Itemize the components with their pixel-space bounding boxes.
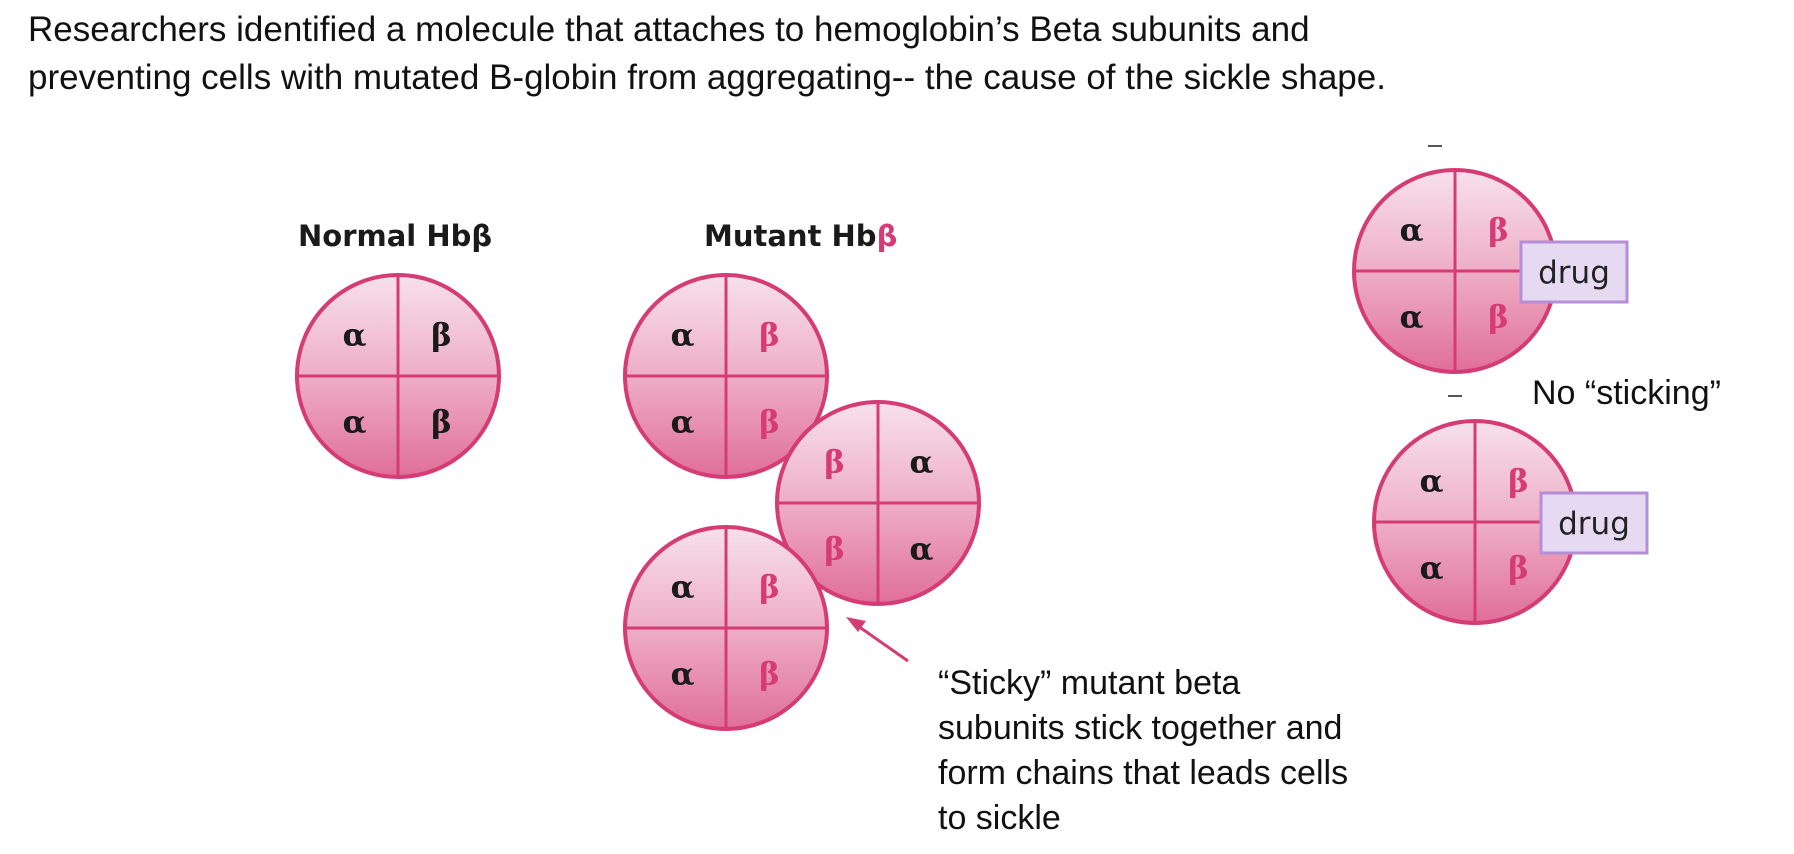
drug-bound-hb-molecule-2-subunit-top-left: α [1420, 464, 1444, 500]
drug-bound-hb-molecule-1-subunit-bottom-right: β [1488, 300, 1509, 336]
mutant-hb-molecule-1-subunit-bottom-left: α [671, 405, 695, 441]
intro-line-1: Researchers identified a molecule that a… [28, 10, 1310, 49]
mutant-hb-molecule-1-subunit-top-left: α [671, 318, 695, 354]
mutant-header-prefix: Mutant Hb [704, 219, 877, 253]
drug-box-2: drug [1539, 491, 1649, 555]
drug-box-1-label: drug [1538, 255, 1610, 291]
sticky-note: “Sticky” mutant beta subunits stick toge… [938, 664, 1358, 837]
normal-hb-molecule-subunit-top-left: α [343, 318, 367, 354]
mutant-hb-header: Mutant Hbβ [704, 219, 897, 253]
mutant-hb-molecule-2: β α β α [775, 400, 981, 606]
mutant-hb-molecule-3-subunit-top-right: β [759, 570, 780, 606]
normal-hb-molecule-subunit-top-right: β [431, 318, 452, 354]
drug-bound-hb-molecule-1-subunit-bottom-left: α [1400, 300, 1424, 336]
drug-box-1: drug [1519, 240, 1629, 304]
drug-box-1-box [1519, 240, 1629, 304]
drug-bound-hb-molecule-2-subunit-bottom-left: α [1420, 551, 1444, 587]
sticky-note-line-1: “Sticky” mutant beta [938, 664, 1240, 702]
normal-hb-molecule-subunit-bottom-left: α [343, 405, 367, 441]
mutant-hb-molecule-1: α β α β [623, 273, 829, 479]
drug-box-2-box [1539, 491, 1649, 555]
sticky-note-line-4: to sickle [938, 799, 1061, 837]
drug-bound-hb-molecule-1: α β α β [1352, 168, 1558, 374]
mutant-header-beta: β [877, 219, 898, 253]
drug-bound-hb-molecule-1-subunit-top-left: α [1400, 213, 1424, 249]
intro-line-2: preventing cells with mutated B-globin f… [28, 58, 1386, 97]
mutant-hb-molecule-3-subunit-top-left: α [671, 570, 695, 606]
sticky-note-line-2: subunits stick together and [938, 709, 1342, 747]
intro-text: Researchers identified a molecule that a… [28, 6, 1768, 102]
mutant-hb-molecule-1-subunit-bottom-right: β [759, 405, 780, 441]
mutant-hb-molecule-2-subunit-bottom-left: β [824, 532, 845, 568]
mutant-hb-molecule-2-subunit-top-left: β [824, 445, 845, 481]
sticky-arrow-head [846, 617, 866, 632]
mutant-hb-molecule-3-subunit-bottom-right: β [759, 657, 780, 693]
mutant-hb-molecule-3-subunit-bottom-left: α [671, 657, 695, 693]
normal-hb-molecule: α β α β [295, 273, 501, 479]
mutant-hb-molecule-1-subunit-top-right: β [759, 318, 780, 354]
normal-hb-molecule-subunit-bottom-right: β [431, 405, 452, 441]
normal-hb-header: Normal Hbβ [298, 219, 492, 253]
drug-bound-hb-molecule-2-subunit-top-right: β [1508, 464, 1529, 500]
mutant-hb-molecule-3: α β α β [623, 525, 829, 731]
drug-bound-hb-molecule-1-subunit-top-right: β [1488, 213, 1509, 249]
mutant-hb-molecule-2-subunit-top-right: α [910, 445, 934, 481]
sticky-note-line-3: form chains that leads cells [938, 754, 1348, 792]
mutant-hb-molecule-2-subunit-bottom-right: α [910, 532, 934, 568]
drug-bound-hb-molecule-2-subunit-bottom-right: β [1508, 551, 1529, 587]
no-sticking-label: No “sticking” [1532, 374, 1721, 412]
sticky-arrow-shaft [857, 624, 909, 663]
drug-box-2-label: drug [1558, 506, 1630, 542]
